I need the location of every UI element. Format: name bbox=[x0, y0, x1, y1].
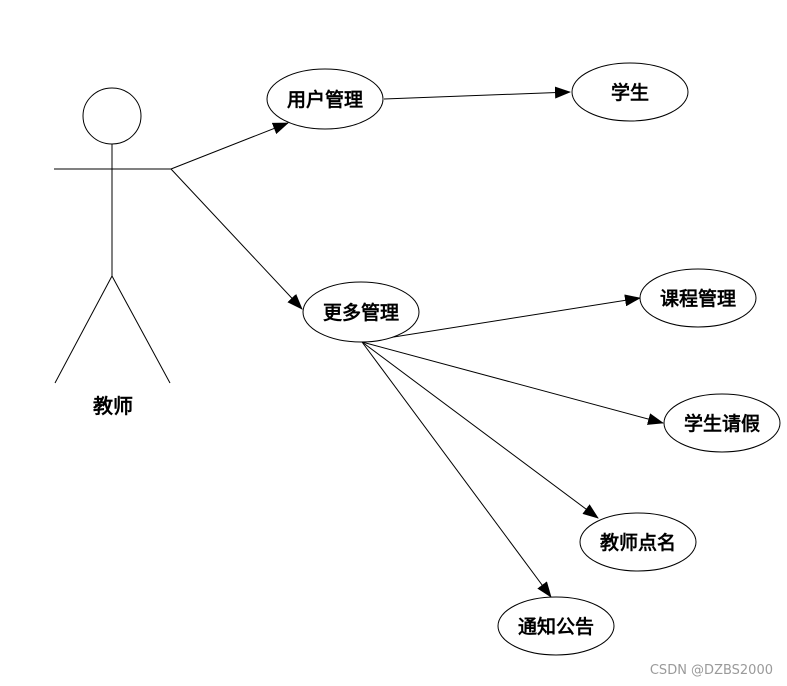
use-case-user-mgmt: 用户管理 bbox=[266, 68, 384, 130]
use-case-user-mgmt-ellipse bbox=[266, 68, 384, 130]
use-case-teacher-rollcall-label: 教师点名 bbox=[600, 531, 676, 554]
use-case-course-mgmt-label: 课程管理 bbox=[660, 287, 736, 310]
use-case-course-mgmt: 课程管理 bbox=[639, 268, 757, 328]
use-case-more-mgmt: 更多管理 bbox=[302, 281, 420, 343]
edge-more-notice bbox=[361, 341, 552, 598]
use-case-notice: 通知公告 bbox=[497, 596, 615, 656]
use-case-notice-label: 通知公告 bbox=[518, 615, 594, 638]
use-case-student-leave-label: 学生请假 bbox=[684, 412, 760, 435]
edge-user-mgmt-student bbox=[383, 86, 571, 100]
actor-teacher: 教师 bbox=[54, 87, 171, 418]
use-case-course-mgmt-ellipse bbox=[639, 268, 757, 328]
use-case-more-mgmt-label: 更多管理 bbox=[323, 301, 399, 324]
use-case-more-mgmt-ellipse bbox=[302, 281, 420, 343]
use-case-teacher-rollcall-ellipse bbox=[579, 512, 697, 572]
edge-actor-more-mgmt bbox=[170, 168, 303, 310]
use-case-user-mgmt-label: 用户管理 bbox=[287, 88, 363, 111]
actor-right-leg bbox=[111, 275, 171, 384]
edge-more-course-mgmt bbox=[361, 294, 641, 343]
edge-actor-user-mgmt bbox=[170, 122, 289, 170]
actor-label: 教师 bbox=[93, 394, 133, 418]
actor-head bbox=[82, 87, 142, 145]
actor-left-leg bbox=[54, 275, 113, 384]
use-case-notice-ellipse bbox=[497, 596, 615, 656]
edge-more-teacher-rollcall bbox=[361, 341, 599, 519]
use-case-teacher-rollcall: 教师点名 bbox=[579, 512, 697, 572]
use-case-student-leave: 学生请假 bbox=[663, 393, 781, 453]
use-case-student-leave-ellipse bbox=[663, 393, 781, 453]
use-case-student: 学生 bbox=[571, 62, 689, 122]
use-case-student-label: 学生 bbox=[611, 81, 649, 104]
watermark: CSDN @DZBS2000 bbox=[649, 663, 773, 678]
use-case-student-ellipse bbox=[571, 62, 689, 122]
edge-more-student-leave bbox=[361, 341, 664, 425]
connectors bbox=[170, 86, 664, 598]
